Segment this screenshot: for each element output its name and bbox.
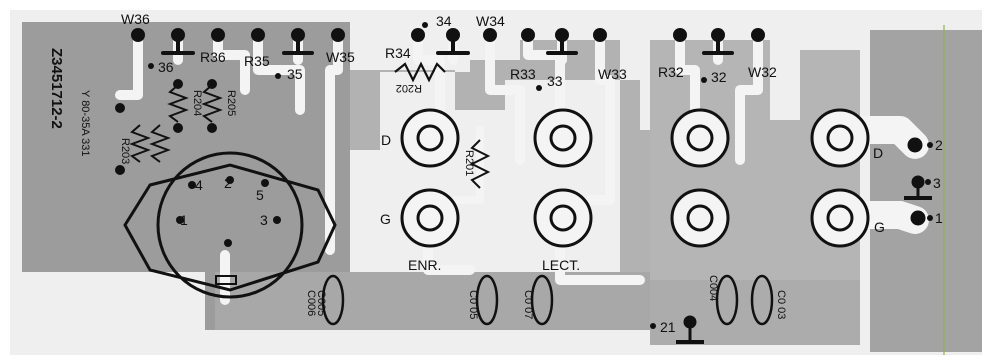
- right-label-2: 2: [935, 137, 943, 153]
- resistor-r201: [469, 139, 491, 189]
- right-label-1: 1: [935, 210, 943, 226]
- pad: [483, 28, 497, 42]
- capacitor-ellipses: [321, 274, 774, 326]
- jack-3-d: [670, 108, 730, 168]
- marker-dots: [148, 22, 933, 329]
- top-labels: W36 R36 36 R35 35 W35 R34 34 W34 R33 33 …: [121, 11, 777, 89]
- resistor-cluster: [115, 79, 223, 175]
- label-33: 33: [547, 73, 563, 89]
- label-r201: R201: [463, 150, 475, 176]
- pad: [593, 28, 607, 42]
- label-c005: C005: [315, 290, 327, 316]
- right-label-d: D: [873, 145, 883, 161]
- resistor-r34: [394, 61, 446, 83]
- pad: [411, 28, 425, 42]
- jack-connectors: [400, 108, 870, 248]
- din-socket: [123, 151, 337, 299]
- top-component-symbols: [161, 33, 734, 55]
- socket-pin-labels: 1 2 3 4 5: [180, 175, 268, 228]
- pad: [251, 28, 265, 42]
- pad-w36: [131, 28, 145, 42]
- pad: [521, 28, 535, 42]
- pad: [751, 28, 765, 42]
- label-g: G: [380, 211, 391, 227]
- label-r35: R35: [244, 53, 270, 69]
- label-r202: R202: [396, 82, 422, 94]
- label-21: 21: [660, 319, 676, 335]
- socket-pin-1: 1: [180, 212, 188, 228]
- label-w33: W33: [598, 66, 627, 82]
- right-labels: D G 2 3 1: [873, 137, 943, 235]
- socket-pin-5: 5: [256, 187, 264, 203]
- board-ref-label: Z3451712-2: [48, 48, 65, 129]
- jack-lect-g: [533, 188, 593, 248]
- label-35: 35: [287, 66, 303, 82]
- socket-pin-4: 4: [195, 177, 203, 193]
- label-r33: R33: [510, 66, 536, 82]
- jack-3-g: [670, 188, 730, 248]
- socket-pin-2: 2: [224, 175, 232, 191]
- right-label-3: 3: [933, 175, 941, 191]
- pad: [331, 28, 345, 42]
- pad-21: [676, 315, 704, 344]
- label-r203: R203: [119, 138, 131, 164]
- jack-labels: D G ENR. LECT.: [380, 132, 580, 273]
- socket-pin-3: 3: [260, 212, 268, 228]
- jack-enr-d: [400, 108, 460, 168]
- label-r205: R205: [225, 90, 237, 116]
- label-c006: C006: [305, 290, 317, 316]
- label-c003: C0 03: [775, 290, 787, 319]
- board-substrate: [10, 10, 982, 355]
- top-pads: [131, 28, 765, 42]
- label-c005b: C0 05: [467, 290, 479, 319]
- label-c007: C0 07: [522, 290, 534, 319]
- label-w34: W34: [476, 13, 505, 29]
- pad: [211, 28, 225, 42]
- right-pads: [904, 137, 932, 226]
- label-w32: W32: [748, 64, 777, 80]
- jack-lect-d: [533, 108, 593, 168]
- jack-4-d: [810, 108, 870, 168]
- right-label-g: G: [874, 219, 885, 235]
- rotated-labels: Z3451712-2 Y 80-35A 331 R202 R201 R203 R…: [48, 48, 787, 319]
- label-r204: R204: [191, 90, 203, 116]
- label-d: D: [381, 132, 391, 148]
- label-34: 34: [436, 13, 452, 29]
- label-enr: ENR.: [408, 257, 441, 273]
- board-code-label: Y 80-35A 331: [79, 90, 91, 156]
- label-r36: R36: [200, 49, 226, 65]
- jack-4-g: [810, 188, 870, 248]
- label-r34: R34: [385, 45, 411, 61]
- label-32: 32: [711, 69, 727, 85]
- pad: [673, 28, 687, 42]
- label-w35: W35: [326, 49, 355, 65]
- label-c004: C004: [707, 275, 719, 301]
- label-lect: LECT.: [542, 257, 580, 273]
- label-w36: W36: [121, 11, 150, 27]
- label-r32: R32: [658, 64, 684, 80]
- jack-enr-g: [400, 188, 460, 248]
- label-36: 36: [158, 59, 174, 75]
